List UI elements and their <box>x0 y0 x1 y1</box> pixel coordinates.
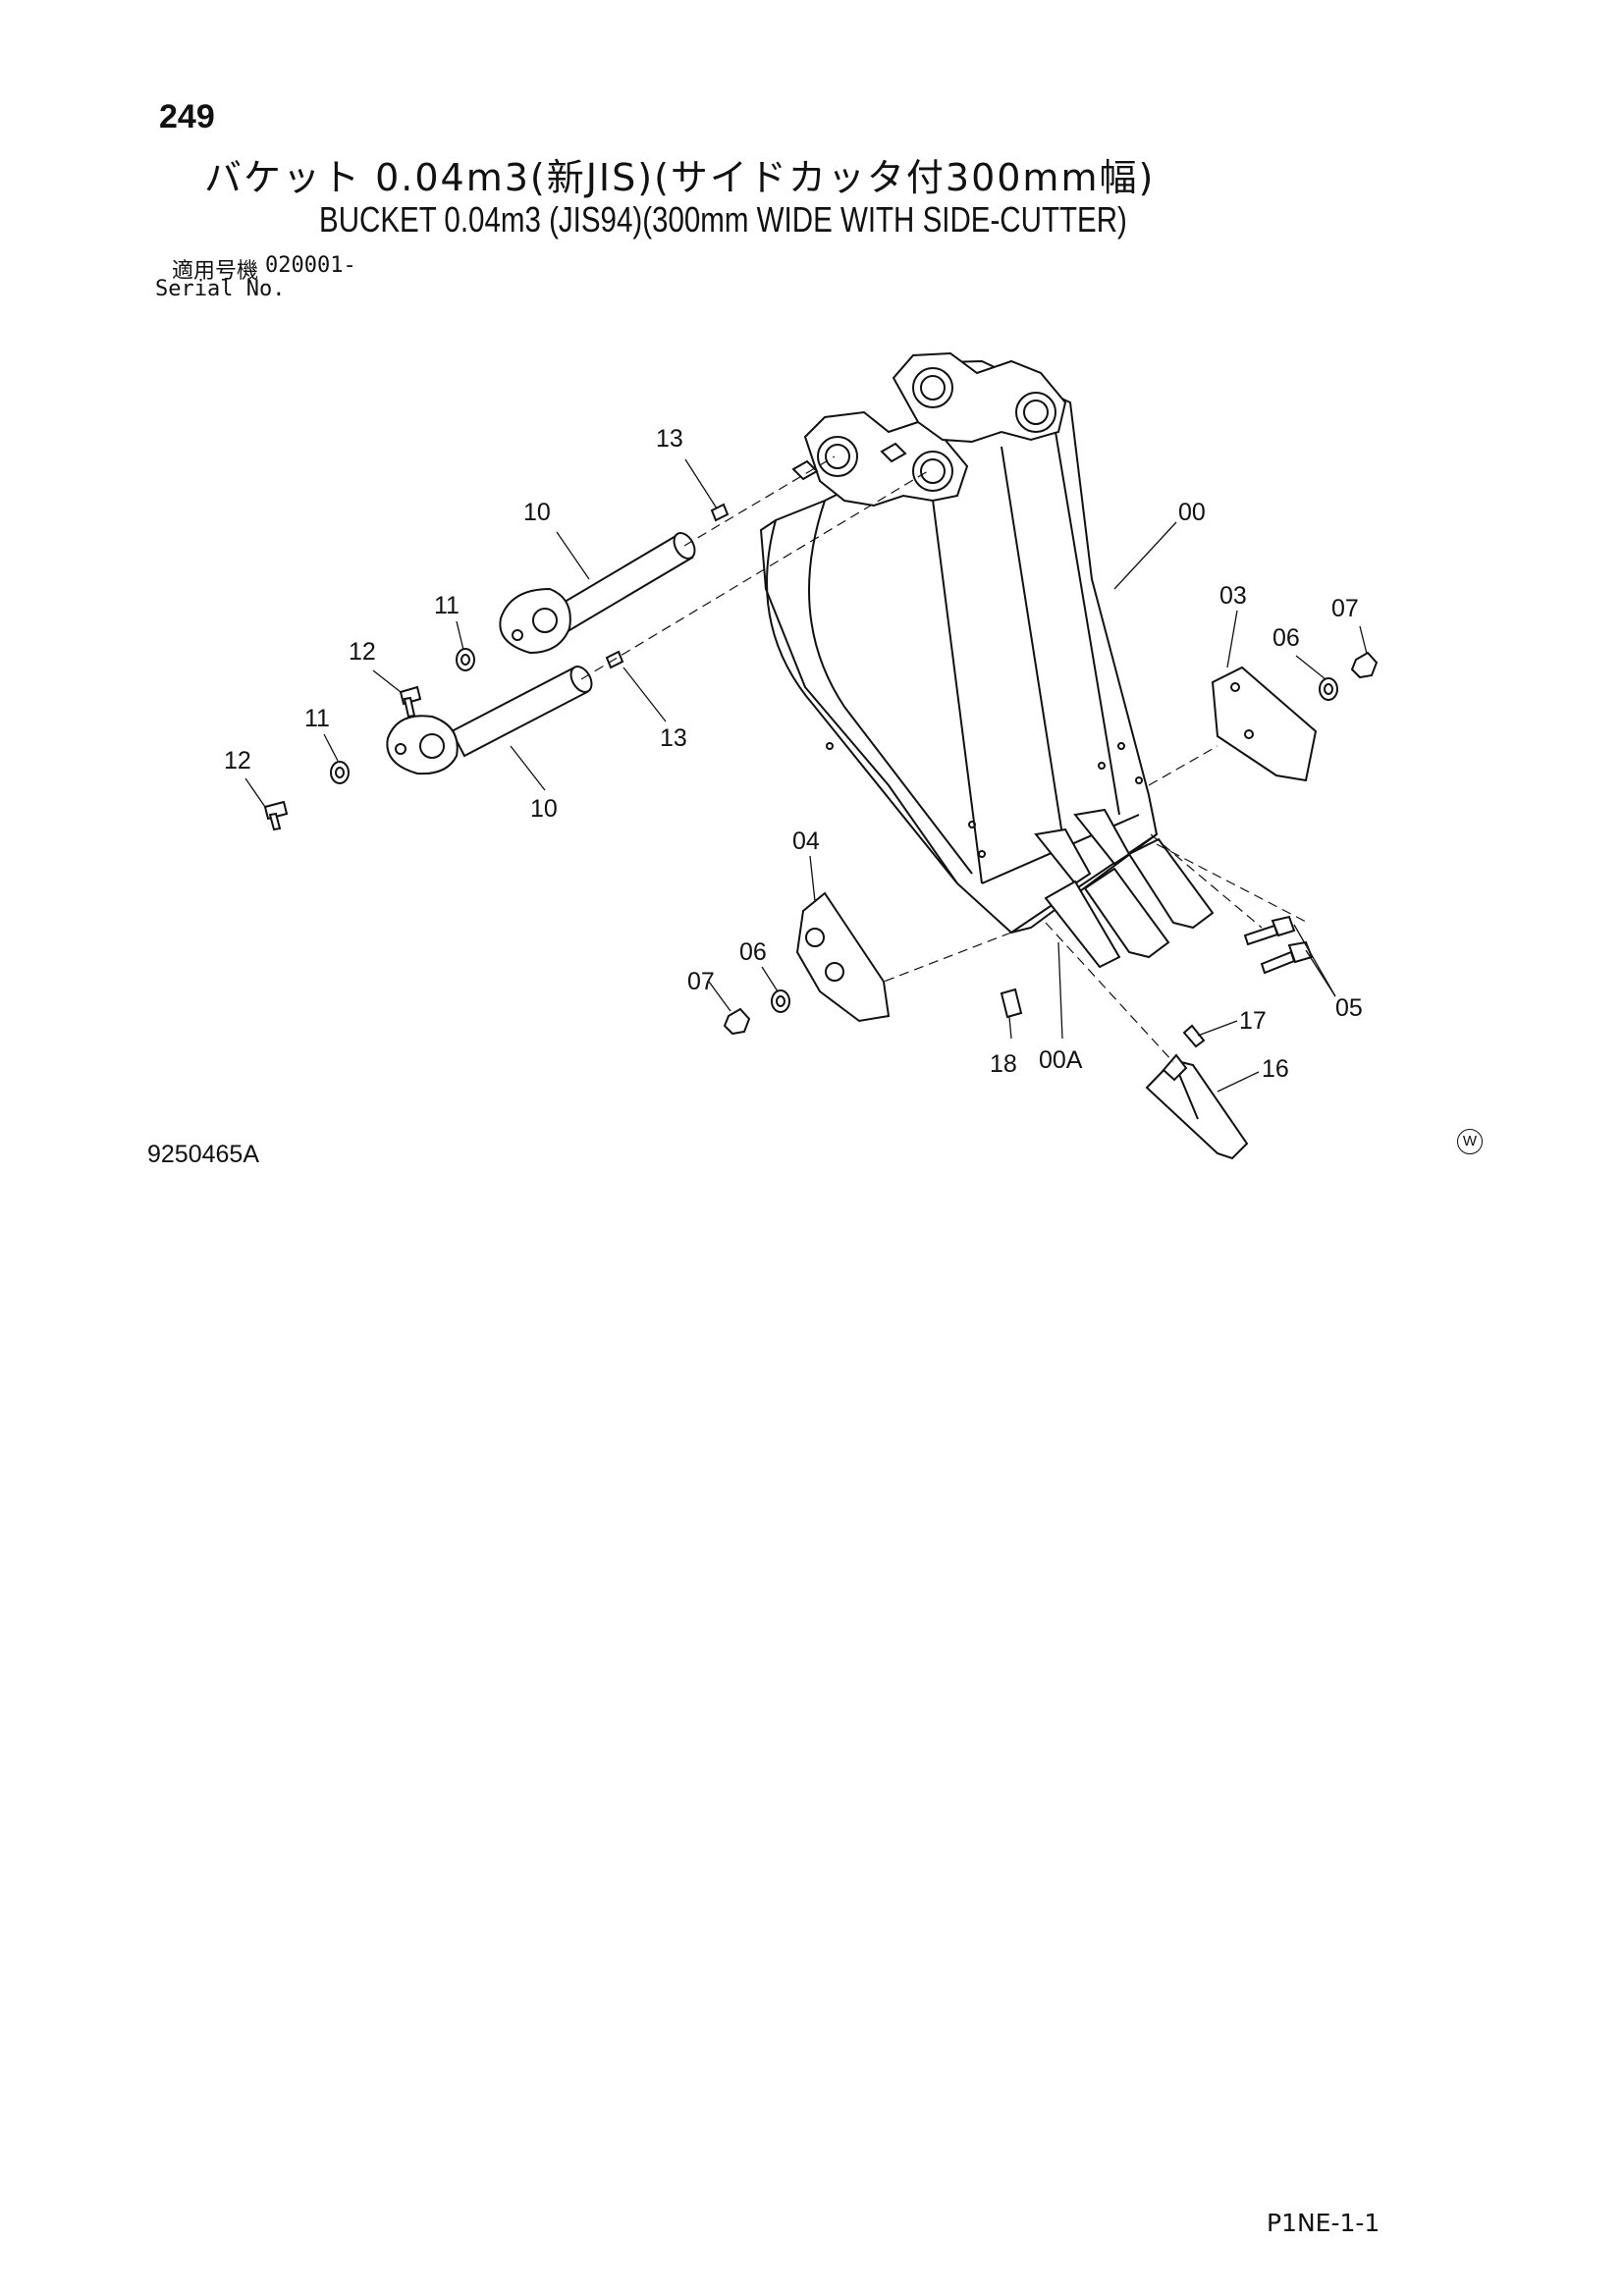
drawing-code: 9250465A <box>147 1141 260 1168</box>
callout-18: 18 <box>990 1050 1017 1078</box>
bucket-teeth <box>1034 808 1215 969</box>
callout-06: 06 <box>1272 624 1300 652</box>
callout-10: 10 <box>523 499 551 526</box>
leader-lines <box>244 458 1368 1093</box>
callout-11: 11 <box>434 592 460 619</box>
callout-11: 11 <box>304 705 330 732</box>
callout-05: 05 <box>1335 994 1363 1022</box>
callout-13: 13 <box>656 425 683 453</box>
callout-07: 07 <box>1331 595 1359 622</box>
side-cutter-left <box>723 891 891 1036</box>
serial-number: 020001- <box>265 253 356 278</box>
fasteners-left <box>263 648 475 831</box>
callout-06: 06 <box>739 938 767 966</box>
callout-04: 04 <box>792 828 820 855</box>
serial-label-english: Serial No. <box>155 277 286 301</box>
callout-00: 00 <box>1178 499 1206 526</box>
watermark-icon: W <box>1457 1129 1483 1154</box>
pin-lower <box>386 666 593 775</box>
callout-00A: 00A <box>1039 1046 1083 1074</box>
callout-12: 12 <box>349 638 376 666</box>
assembly-lines <box>580 455 1309 1063</box>
callout-07: 07 <box>687 968 715 995</box>
tooth-lock <box>1000 988 1023 1019</box>
callout-17: 17 <box>1239 1007 1267 1035</box>
callout-10: 10 <box>530 795 558 823</box>
grease-fitting-upper <box>710 503 730 522</box>
side-cutter-right <box>1211 651 1379 782</box>
serial-label-japanese: 適用号機 <box>172 259 259 284</box>
callout-13: 13 <box>660 724 687 752</box>
bucket-body <box>759 351 1159 934</box>
title-japanese: バケット 0.04m3(新JIS)(サイドカッタ付300mm幅) <box>204 156 1156 199</box>
bolts-side-cutter <box>1243 915 1314 975</box>
replacement-tooth <box>1145 1053 1249 1160</box>
callout-labels: 13 10 11 12 11 12 13 10 00 03 06 07 04 0… <box>224 425 1363 1083</box>
tooth-pin <box>1182 1024 1206 1048</box>
callout-16: 16 <box>1262 1055 1289 1083</box>
title-english: BUCKET 0.04m3 (JIS94)(300mm WIDE WITH SI… <box>319 199 1127 240</box>
callout-12: 12 <box>224 747 251 774</box>
callout-03: 03 <box>1219 582 1247 610</box>
page-number: 249 <box>159 98 215 135</box>
page-reference: P1NE-1-1 <box>1267 2209 1380 2237</box>
pin-upper <box>499 532 696 655</box>
